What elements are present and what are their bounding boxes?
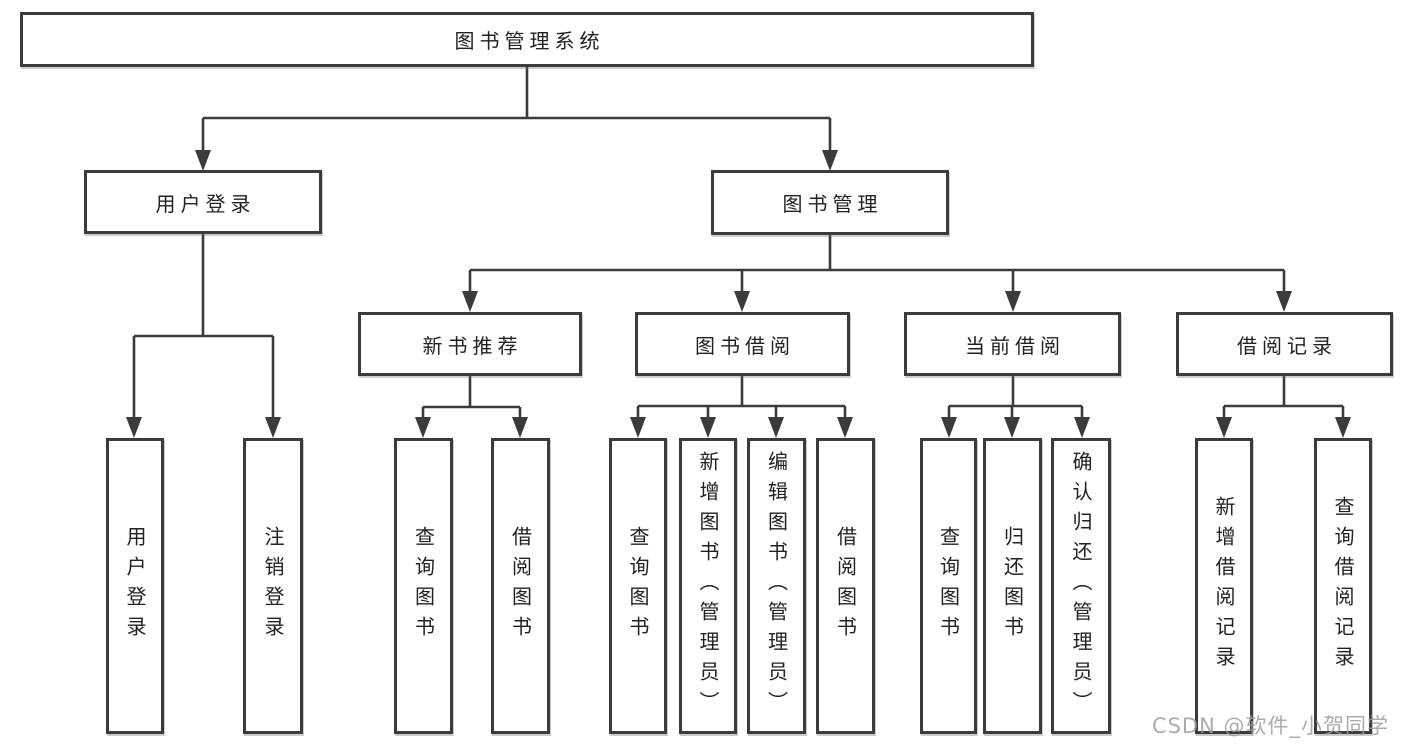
node-label: 图书借阅 — [695, 333, 795, 358]
node-label: 新书推荐 — [422, 333, 523, 358]
leaf-label: 查询图书 — [626, 526, 650, 646]
leaf-query-borrow-record: 查询借阅记录 — [1314, 438, 1372, 734]
node-book-borrow: 图书借阅 — [635, 312, 850, 376]
node-user-login: 用户登录 — [84, 170, 322, 234]
leaf-label: 注销登录 — [261, 526, 285, 646]
arrowheads — [126, 150, 1351, 438]
node-label: 借阅记录 — [1237, 333, 1337, 358]
leaf-label: 查询图书 — [411, 526, 436, 646]
leaf-borrow-books: 借阅图书 — [816, 438, 875, 734]
leaf-label: 借阅图书 — [508, 526, 533, 646]
leaf-borrow-books: 借阅图书 — [491, 438, 550, 734]
leaf-add-borrow-record: 新增借阅记录 — [1195, 438, 1253, 734]
leaf-label: 编辑图书（管理员） — [764, 451, 789, 721]
node-new-book-recommend: 新书推荐 — [358, 312, 582, 376]
watermark: CSDN @软件_小贺同学 — [1151, 714, 1389, 738]
leaf-label: 新增图书（管理员） — [696, 451, 720, 721]
node-label: 用户登录 — [155, 191, 256, 216]
leaf-label: 借阅图书 — [833, 526, 858, 646]
node-borrow-records: 借阅记录 — [1176, 312, 1393, 376]
node-label: 当前借阅 — [965, 333, 1065, 358]
leaf-query-books: 查询图书 — [920, 438, 977, 734]
leaf-add-book-admin: 新增图书（管理员） — [679, 438, 737, 734]
leaf-query-books: 查询图书 — [609, 438, 667, 734]
leaf-return-books: 归还图书 — [983, 438, 1042, 734]
leaf-label: 归还图书 — [1000, 526, 1025, 646]
node-label: 图书管理 — [782, 192, 883, 216]
leaf-edit-book-admin: 编辑图书（管理员） — [747, 438, 806, 734]
leaf-logout: 注销登录 — [243, 438, 303, 734]
leaf-confirm-return-admin: 确认归还（管理员） — [1051, 438, 1111, 734]
leaf-label: 用户登录 — [123, 526, 147, 646]
leaf-label: 查询图书 — [936, 526, 961, 646]
leaf-query-books: 查询图书 — [394, 438, 453, 734]
node-book-management: 图书管理 — [711, 170, 949, 235]
node-label: 图书管理系统 — [454, 29, 605, 53]
leaf-label: 确认归还（管理员） — [1069, 451, 1093, 721]
leaf-label: 新增借阅记录 — [1212, 496, 1236, 676]
node-current-borrow: 当前借阅 — [904, 312, 1121, 376]
node-library-management-system: 图书管理系统 — [20, 12, 1034, 67]
leaf-label: 查询借阅记录 — [1331, 496, 1355, 676]
leaf-user-login: 用户登录 — [106, 438, 164, 734]
